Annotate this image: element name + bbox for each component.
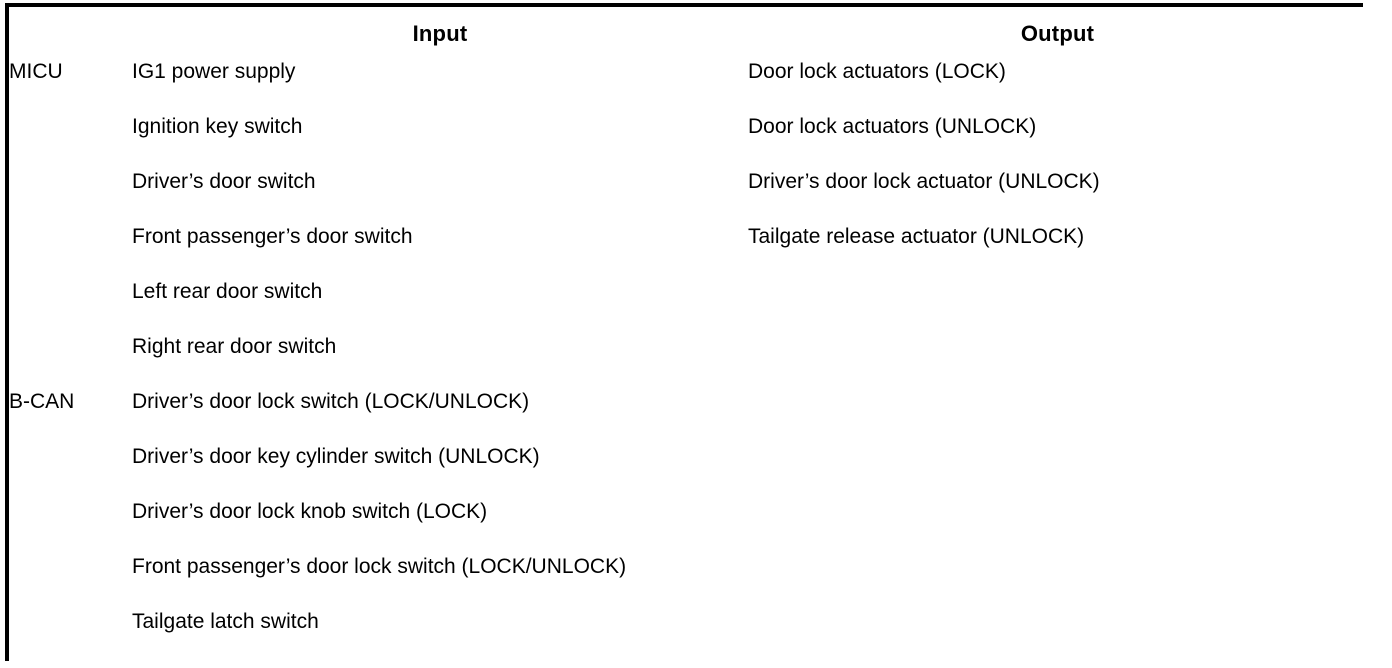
list-item: Door lock actuators (UNLOCK) [748, 115, 1037, 138]
list-item: Driver’s door key cylinder switch (UNLOC… [132, 445, 540, 468]
header-cell-input: Input [132, 7, 748, 61]
header-row: Input Output [9, 7, 1367, 61]
list-item: Door lock actuators (LOCK) [748, 60, 1006, 83]
list-item: Driver’s door lock switch (LOCK/UNLOCK) [132, 390, 530, 413]
list-item: Tailgate release actuator (UNLOCK) [748, 225, 1085, 248]
list-item: Left rear door switch [132, 280, 323, 303]
input-list-bcan: Driver’s door lock switch (LOCK/UNLOCK) … [132, 391, 748, 663]
table-body: MICU IG1 power supply Ignition key switc… [9, 61, 1367, 663]
header-cell-output: Output [748, 7, 1367, 61]
table-row: B-CAN Driver’s door lock switch (LOCK/UN… [9, 391, 1367, 663]
output-list-micu: Door lock actuators (LOCK) Door lock act… [748, 61, 1367, 391]
list-item: Driver’s door lock actuator (UNLOCK) [748, 170, 1100, 193]
list-item: Front passenger’s door switch [132, 225, 413, 248]
unit-label-micu: MICU [9, 61, 132, 391]
list-item: Front passenger’s door lock switch (LOCK… [132, 555, 627, 578]
list-item: Ignition key switch [132, 115, 303, 138]
output-list-bcan [748, 391, 1367, 663]
table-row: MICU IG1 power supply Ignition key switc… [9, 61, 1367, 391]
list-item: Right rear door switch [132, 335, 337, 358]
list-item: Driver’s door lock knob switch (LOCK) [132, 500, 488, 523]
header-cell-unit [9, 7, 132, 61]
input-list-micu: IG1 power supply Ignition key switch Dri… [132, 61, 748, 391]
table: Input Output MICU IG1 power supply Ignit… [9, 7, 1367, 663]
list-item: Driver’s door switch [132, 170, 316, 193]
list-item: Tailgate latch switch [132, 610, 319, 633]
input-output-table: Input Output MICU IG1 power supply Ignit… [5, 3, 1367, 663]
unit-label-bcan: B-CAN [9, 391, 132, 663]
table-header: Input Output [9, 7, 1367, 61]
list-item: IG1 power supply [132, 60, 296, 83]
